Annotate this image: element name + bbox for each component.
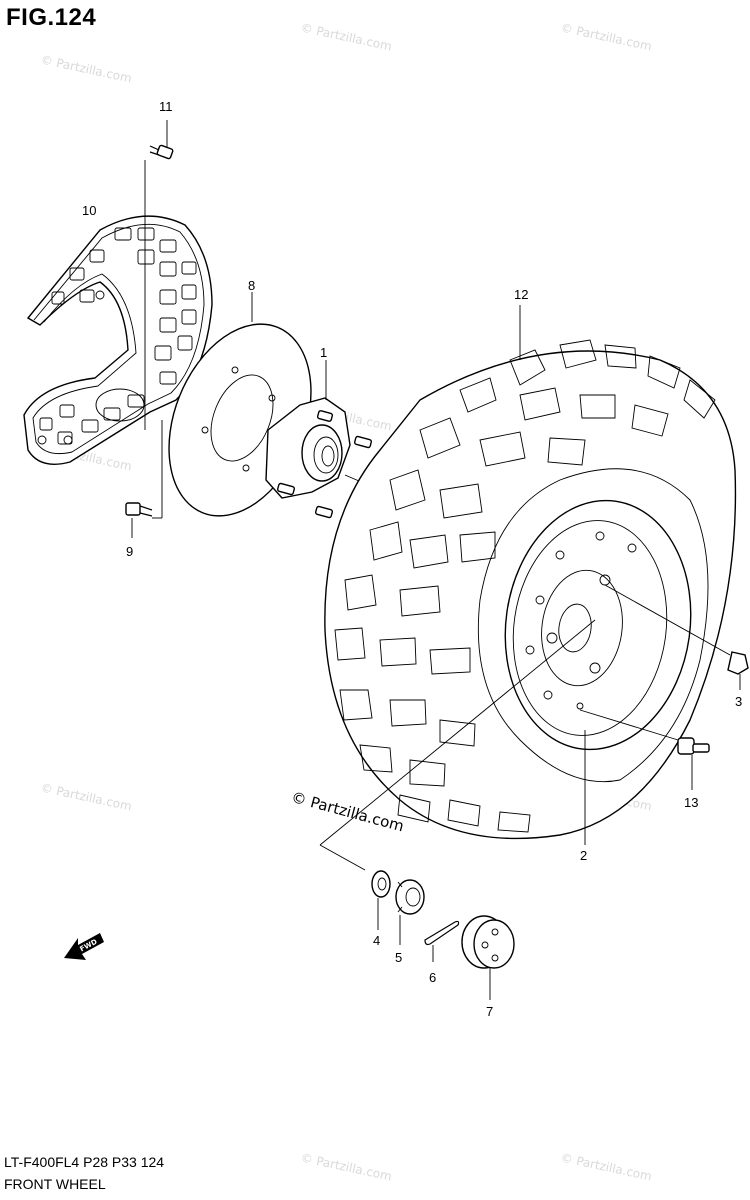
part-5-castle-nut <box>395 879 425 915</box>
callout-10: 10 <box>82 203 96 218</box>
callout-11: 11 <box>159 99 173 114</box>
callout-13: 13 <box>684 795 698 810</box>
tire-tread-blocks <box>334 339 716 833</box>
part-7-hub-cap <box>461 915 515 969</box>
guard-plate-slots <box>37 227 197 445</box>
part-4-washer <box>371 870 391 898</box>
fwd-arrow-icon: FWD <box>64 933 104 960</box>
rim-holes <box>525 531 637 710</box>
part-10-guard-plate <box>23 215 213 465</box>
part-6-cotter-pin <box>424 920 460 946</box>
callout-7: 7 <box>486 1004 493 1019</box>
callout-9: 9 <box>126 544 133 559</box>
fwd-label: FWD <box>79 938 99 954</box>
callout-12: 12 <box>514 287 528 302</box>
callout-1: 1 <box>320 345 327 360</box>
part-2-wheel-rim <box>504 499 692 751</box>
callout-2: 2 <box>580 848 587 863</box>
figure-title: FIG.124 <box>6 4 97 31</box>
part-1-hub <box>265 397 373 519</box>
part-13-valve <box>677 737 710 755</box>
part-9-bolt <box>125 502 153 517</box>
callout-3: 3 <box>735 694 742 709</box>
callout-8: 8 <box>248 278 255 293</box>
part-3-nut <box>727 651 749 675</box>
callout-labels: 1 2 3 4 5 6 7 8 9 10 11 12 13 <box>82 99 742 1019</box>
section-name: FRONT WHEEL <box>4 1176 106 1192</box>
callout-4: 4 <box>373 933 380 948</box>
hub-studs <box>276 410 373 519</box>
part-11-bolt <box>149 144 174 160</box>
callout-5: 5 <box>395 950 402 965</box>
callout-6: 6 <box>429 970 436 985</box>
model-code: LT-F400FL4 P28 P33 124 <box>4 1154 165 1170</box>
